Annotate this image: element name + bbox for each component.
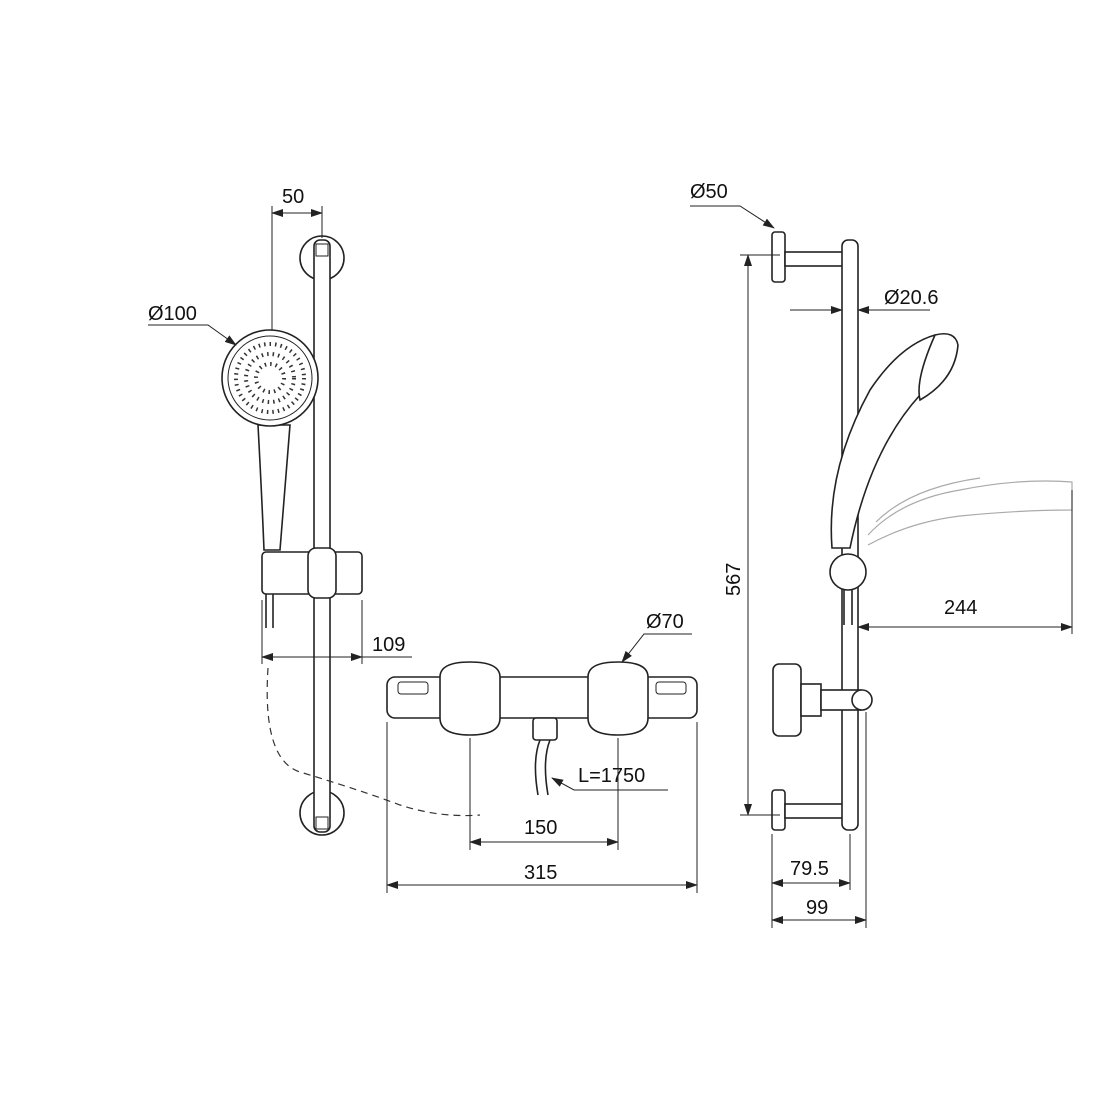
dim-79-5-label: 79.5: [790, 858, 829, 880]
dim-109-label: 109: [372, 634, 405, 656]
bottom-wall-plate: [771, 789, 786, 831]
top-arm: [784, 251, 844, 267]
flow-cap: [587, 661, 649, 736]
hose-dashed: [266, 667, 481, 817]
top-wall-plate: [771, 231, 786, 283]
cap-diameter-label: Ø70: [646, 611, 684, 633]
valve-view: Ø70 L=1750 150 315: [386, 611, 698, 893]
hose-length-label: L=1750: [578, 765, 645, 787]
slider-holder-side: [829, 553, 867, 591]
ghost-shower-position: [867, 480, 1073, 546]
spray-nozzles: [234, 342, 306, 414]
head-diameter-label: Ø100: [148, 303, 197, 325]
dim-150-label: 150: [524, 817, 557, 839]
hand-shower-handle: [257, 424, 291, 551]
mid-wall-holder: [772, 663, 802, 737]
dim-50-label: 50: [282, 186, 304, 208]
side-view: Ø50 Ø20.6 567 244 79.5 99: [690, 181, 1073, 928]
outlet: [532, 717, 558, 741]
dim-315-label: 315: [524, 862, 557, 884]
hose: [534, 739, 541, 796]
dim-244-label: 244: [944, 597, 977, 619]
thermostatic-valve-body: [386, 676, 698, 719]
wall-plate-diameter-label: Ø50: [690, 181, 728, 203]
temperature-cap: [439, 661, 501, 736]
rail-diameter-label: Ø20.6: [884, 287, 938, 309]
dim-567-label: 567: [723, 563, 745, 596]
bottom-arm: [784, 803, 844, 819]
slide-rail: [313, 239, 331, 833]
front-view: 50 Ø100 109: [148, 186, 481, 836]
dim-99-label: 99: [806, 897, 828, 919]
